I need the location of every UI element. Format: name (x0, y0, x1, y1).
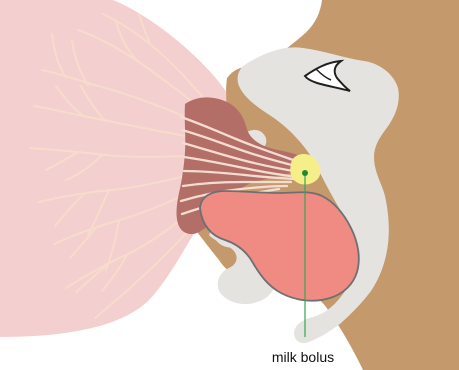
pointer-dot (302, 170, 308, 176)
milk-bolus-label: milk bolus (248, 349, 358, 365)
